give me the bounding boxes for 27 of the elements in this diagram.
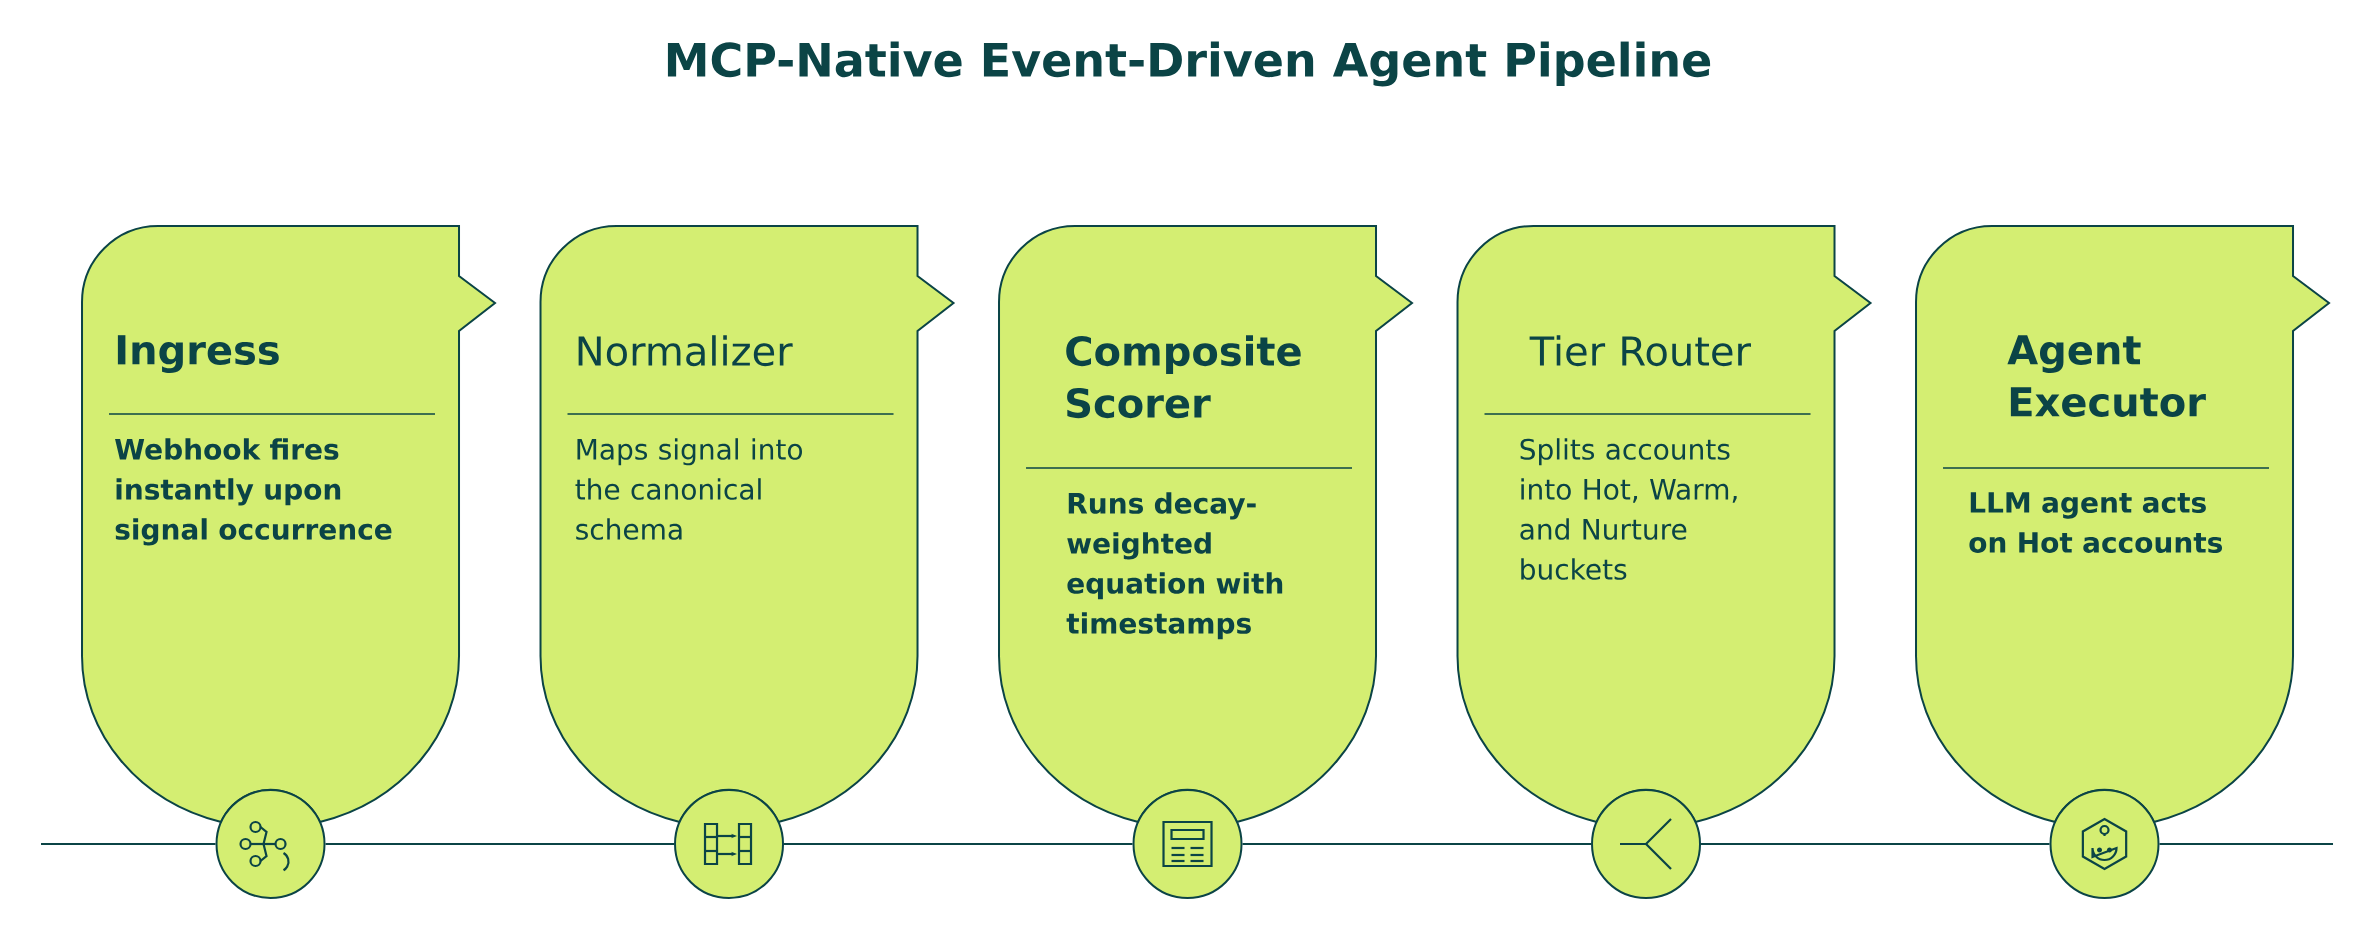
card-heading: Tier Router: [1529, 335, 1751, 367]
card-text: LLM agent acts on Hot accounts: [1969, 492, 2223, 553]
card-heading: Normalizer: [578, 335, 793, 367]
icon-badge: [2049, 789, 2160, 899]
card-heading: Agent Executor: [2007, 335, 2206, 417]
timeline-segment: [40, 843, 217, 845]
card: [998, 225, 1413, 823]
card-text: Splits accounts into Hot, Warm, and Nurture buckets: [1520, 438, 1737, 580]
icon-badge: [674, 789, 784, 899]
card-text: Maps signal into the canonical schema: [575, 438, 802, 540]
icon-badge: [1132, 789, 1243, 899]
timeline-segment: [1700, 843, 2051, 845]
card: [1456, 225, 1872, 823]
card: [539, 225, 955, 823]
card: [1915, 225, 2330, 823]
card: [81, 225, 496, 823]
card-heading: Composite Scorer: [1066, 335, 1301, 419]
icon-badge: [215, 789, 326, 899]
timeline-segment: [783, 843, 1134, 845]
card-heading: Ingress: [117, 335, 279, 373]
card-text: Runs decay-weighted equation with timestamps: [1066, 492, 1283, 640]
title: MCP-Native Event-Driven Agent Pipeline: [667, 41, 1711, 87]
timeline-segment: [324, 843, 675, 845]
icon-badge: [1591, 789, 1701, 899]
timeline-segment: [1241, 843, 1592, 845]
card-text: Webhook fires instantly upon signal occurrence: [115, 438, 392, 546]
timeline-segment: [2158, 843, 2334, 845]
